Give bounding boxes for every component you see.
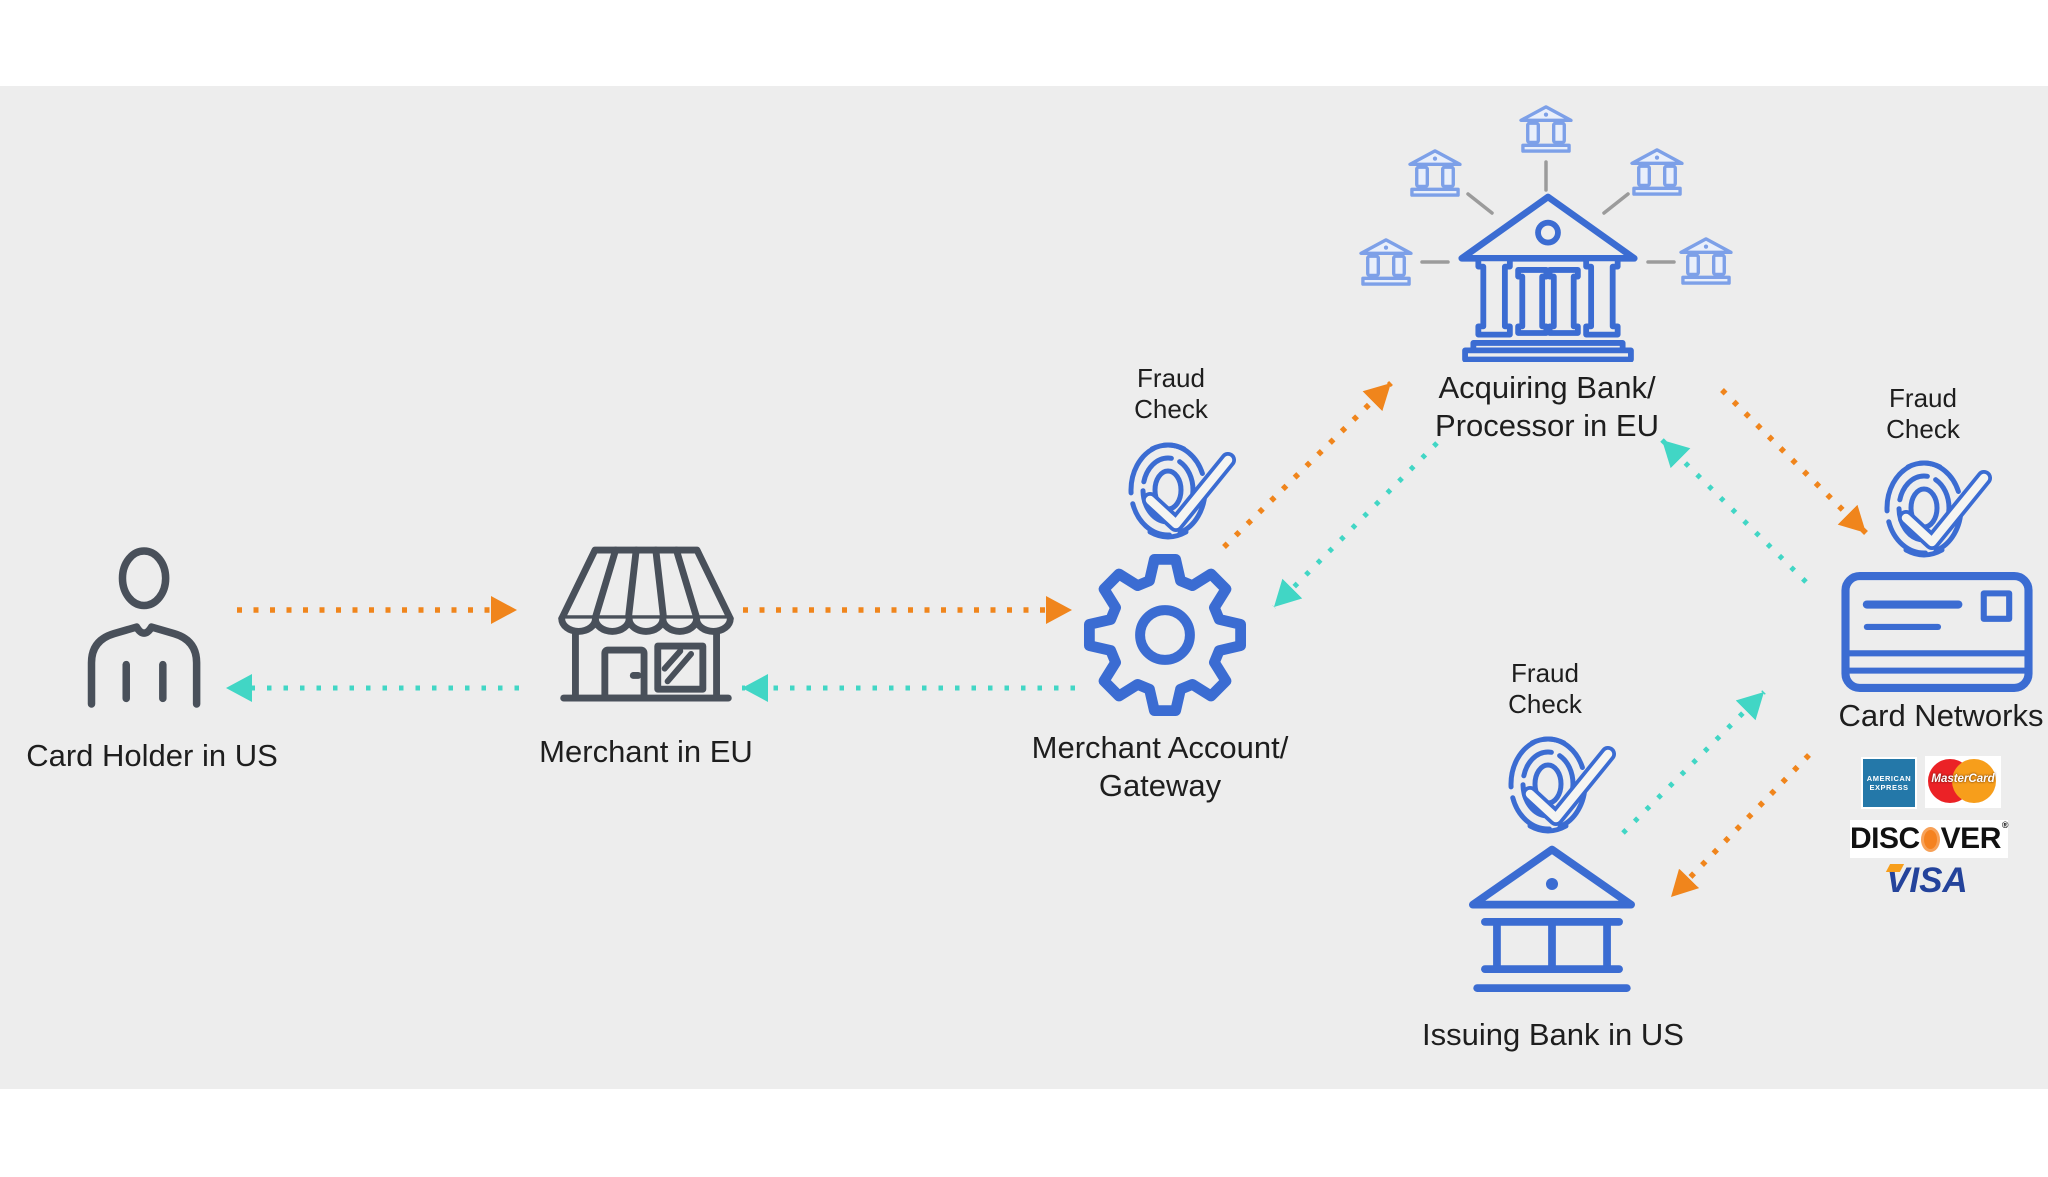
credit-card-icon — [1839, 571, 2035, 693]
fraud-check-label-card-networks: Fraud Check — [1886, 383, 1960, 444]
partner-bank-icon-left — [1357, 237, 1415, 287]
mastercard-logo: MasterCard — [1925, 756, 2001, 808]
fraud-check-label-gateway: Fraud Check — [1134, 363, 1208, 424]
fraud-check-label-issuing-bank: Fraud Check — [1508, 658, 1582, 719]
issuing-bank-label: Issuing Bank in US — [1422, 1017, 1684, 1052]
arrow-gateway-to-acquiring-bank — [1222, 381, 1393, 549]
mastercard-orange-circle — [1952, 759, 1996, 803]
acquiring-bank-label: Acquiring Bank/ Processor in EU — [1435, 370, 1659, 443]
gateway-gear-icon — [1082, 552, 1248, 718]
visa-logo: VISA — [1885, 861, 1968, 901]
mastercard-wordmark: MasterCard — [1931, 773, 1995, 785]
partner-bank-icon-right — [1677, 236, 1735, 286]
arrow-issuing-bank-to-card-networks — [1621, 690, 1766, 835]
arrow-card-networks-to-issuing-bank — [1669, 753, 1811, 899]
acquiring-bank-icon — [1450, 192, 1646, 362]
amex-logo: AMERICAN EXPRESS — [1861, 757, 1917, 809]
fraud-check-fingerprint-icon-card-networks — [1878, 452, 2000, 564]
merchant-label: Merchant in EU — [539, 734, 753, 769]
partner-bank-icon-upper-right — [1628, 147, 1686, 197]
discover-logo: DISC VER ® — [1850, 820, 2009, 858]
arrow-acquiring-bank-to-gateway — [1272, 441, 1439, 609]
partner-bank-icon-top — [1517, 104, 1575, 154]
arrow-acquiring-bank-to-card-networks — [1720, 388, 1868, 535]
card-holder-icon — [84, 543, 206, 713]
issuing-bank-icon — [1466, 844, 1638, 1004]
discover-wordmark-suffix: VER — [1940, 822, 2002, 855]
merchant-store-icon — [548, 540, 744, 712]
fraud-check-fingerprint-icon-gateway — [1122, 434, 1244, 546]
card-holder-label: Card Holder in US — [26, 738, 278, 773]
amex-logo-box: AMERICAN EXPRESS — [1863, 759, 1915, 807]
gateway-label: Merchant Account/ Gateway — [1031, 730, 1289, 803]
fraud-check-fingerprint-icon-issuing-bank — [1502, 728, 1624, 840]
arrow-card-networks-to-acquiring-bank — [1660, 438, 1808, 584]
discover-o-icon — [1920, 826, 1940, 852]
partner-bank-icon-upper-left — [1406, 148, 1464, 198]
card-networks-label: Card Networks — [1838, 698, 2044, 733]
discover-wordmark-prefix: DISC — [1850, 822, 1920, 855]
discover-registered-mark: ® — [2001, 820, 2009, 830]
acquiring-bank-network-connectors — [1420, 160, 1676, 264]
